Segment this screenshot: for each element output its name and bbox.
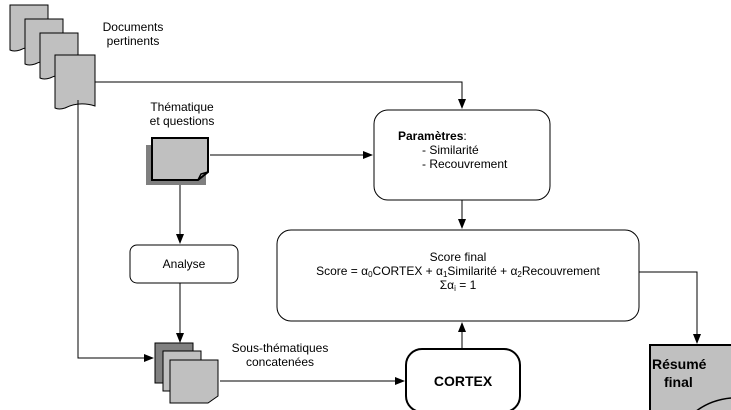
resume-label-line2: final	[664, 374, 693, 390]
analyse-box	[129, 244, 239, 284]
alpha-symbol: α	[436, 264, 443, 278]
sum-sub-i: i	[454, 284, 456, 293]
connectors	[77, 81, 701, 385]
score-sum-constraint: Σαi = 1	[277, 278, 639, 293]
parametres-text: Paramètres: - Similarité - Recouvrement	[398, 129, 507, 171]
score-term-cortex: CORTEX +	[372, 264, 437, 278]
cortex-box	[405, 348, 521, 410]
documents-stack-icon	[9, 4, 96, 110]
resume-label: Résumé final	[652, 355, 706, 391]
score-term-recouvrement: Recouvrement	[521, 264, 600, 278]
score-final-text: Score final Score = α0CORTEX + α1Similar…	[277, 250, 639, 293]
parametres-item-similarite: - Similarité	[422, 143, 479, 157]
sum-rest: = 1	[455, 278, 477, 292]
thematique-document-icon	[146, 137, 209, 185]
thematique-label: Thématique et questions	[132, 100, 232, 128]
thematique-label-line1: Thématique	[150, 100, 214, 114]
sous-thematiques-stack-icon	[154, 342, 219, 404]
sous-thematiques-label-line1: Sous-thématiques	[231, 341, 329, 355]
resume-label-line1: Résumé	[652, 356, 707, 372]
sous-thematiques-label: Sous-thématiques concatenées	[215, 341, 345, 369]
documents-label: Documents pertinents	[88, 20, 178, 48]
analyse-label: Analyse	[162, 257, 206, 271]
score-eq-prefix: Score =	[316, 264, 362, 278]
documents-label-line1: Documents	[102, 20, 164, 34]
parametres-title: Paramètres	[398, 129, 464, 143]
parametres-colon: :	[463, 129, 467, 143]
parametres-item-recouvrement: - Recouvrement	[422, 157, 508, 171]
alpha-sub-2: 2	[517, 270, 522, 279]
alpha-symbol: α	[361, 264, 369, 278]
sigma-alpha: Σα	[439, 278, 455, 292]
score-final-box	[276, 229, 640, 322]
parametres-title-line: Paramètres:	[398, 129, 507, 143]
score-equation: Score = α0CORTEX + α1Similarité + α2Reco…	[277, 264, 639, 279]
sous-thematiques-label-line2: concatenées	[245, 355, 315, 369]
score-final-title: Score final	[429, 250, 487, 264]
score-to-resume-arrow	[639, 271, 701, 344]
alpha-sub-0: 0	[368, 270, 373, 279]
resume-document-icon	[649, 344, 731, 410]
thematique-label-line2: et questions	[149, 114, 215, 128]
alpha-symbol: α	[510, 264, 518, 278]
cortex-label: CORTEX	[433, 373, 493, 389]
alpha-sub-1: 1	[442, 270, 448, 279]
docs-to-parametres-arrow	[95, 81, 466, 109]
score-term-similarite: Similarité +	[447, 264, 511, 278]
docs-to-sous-thematiques-arrow	[77, 100, 154, 362]
documents-label-line2: pertinents	[106, 34, 160, 48]
